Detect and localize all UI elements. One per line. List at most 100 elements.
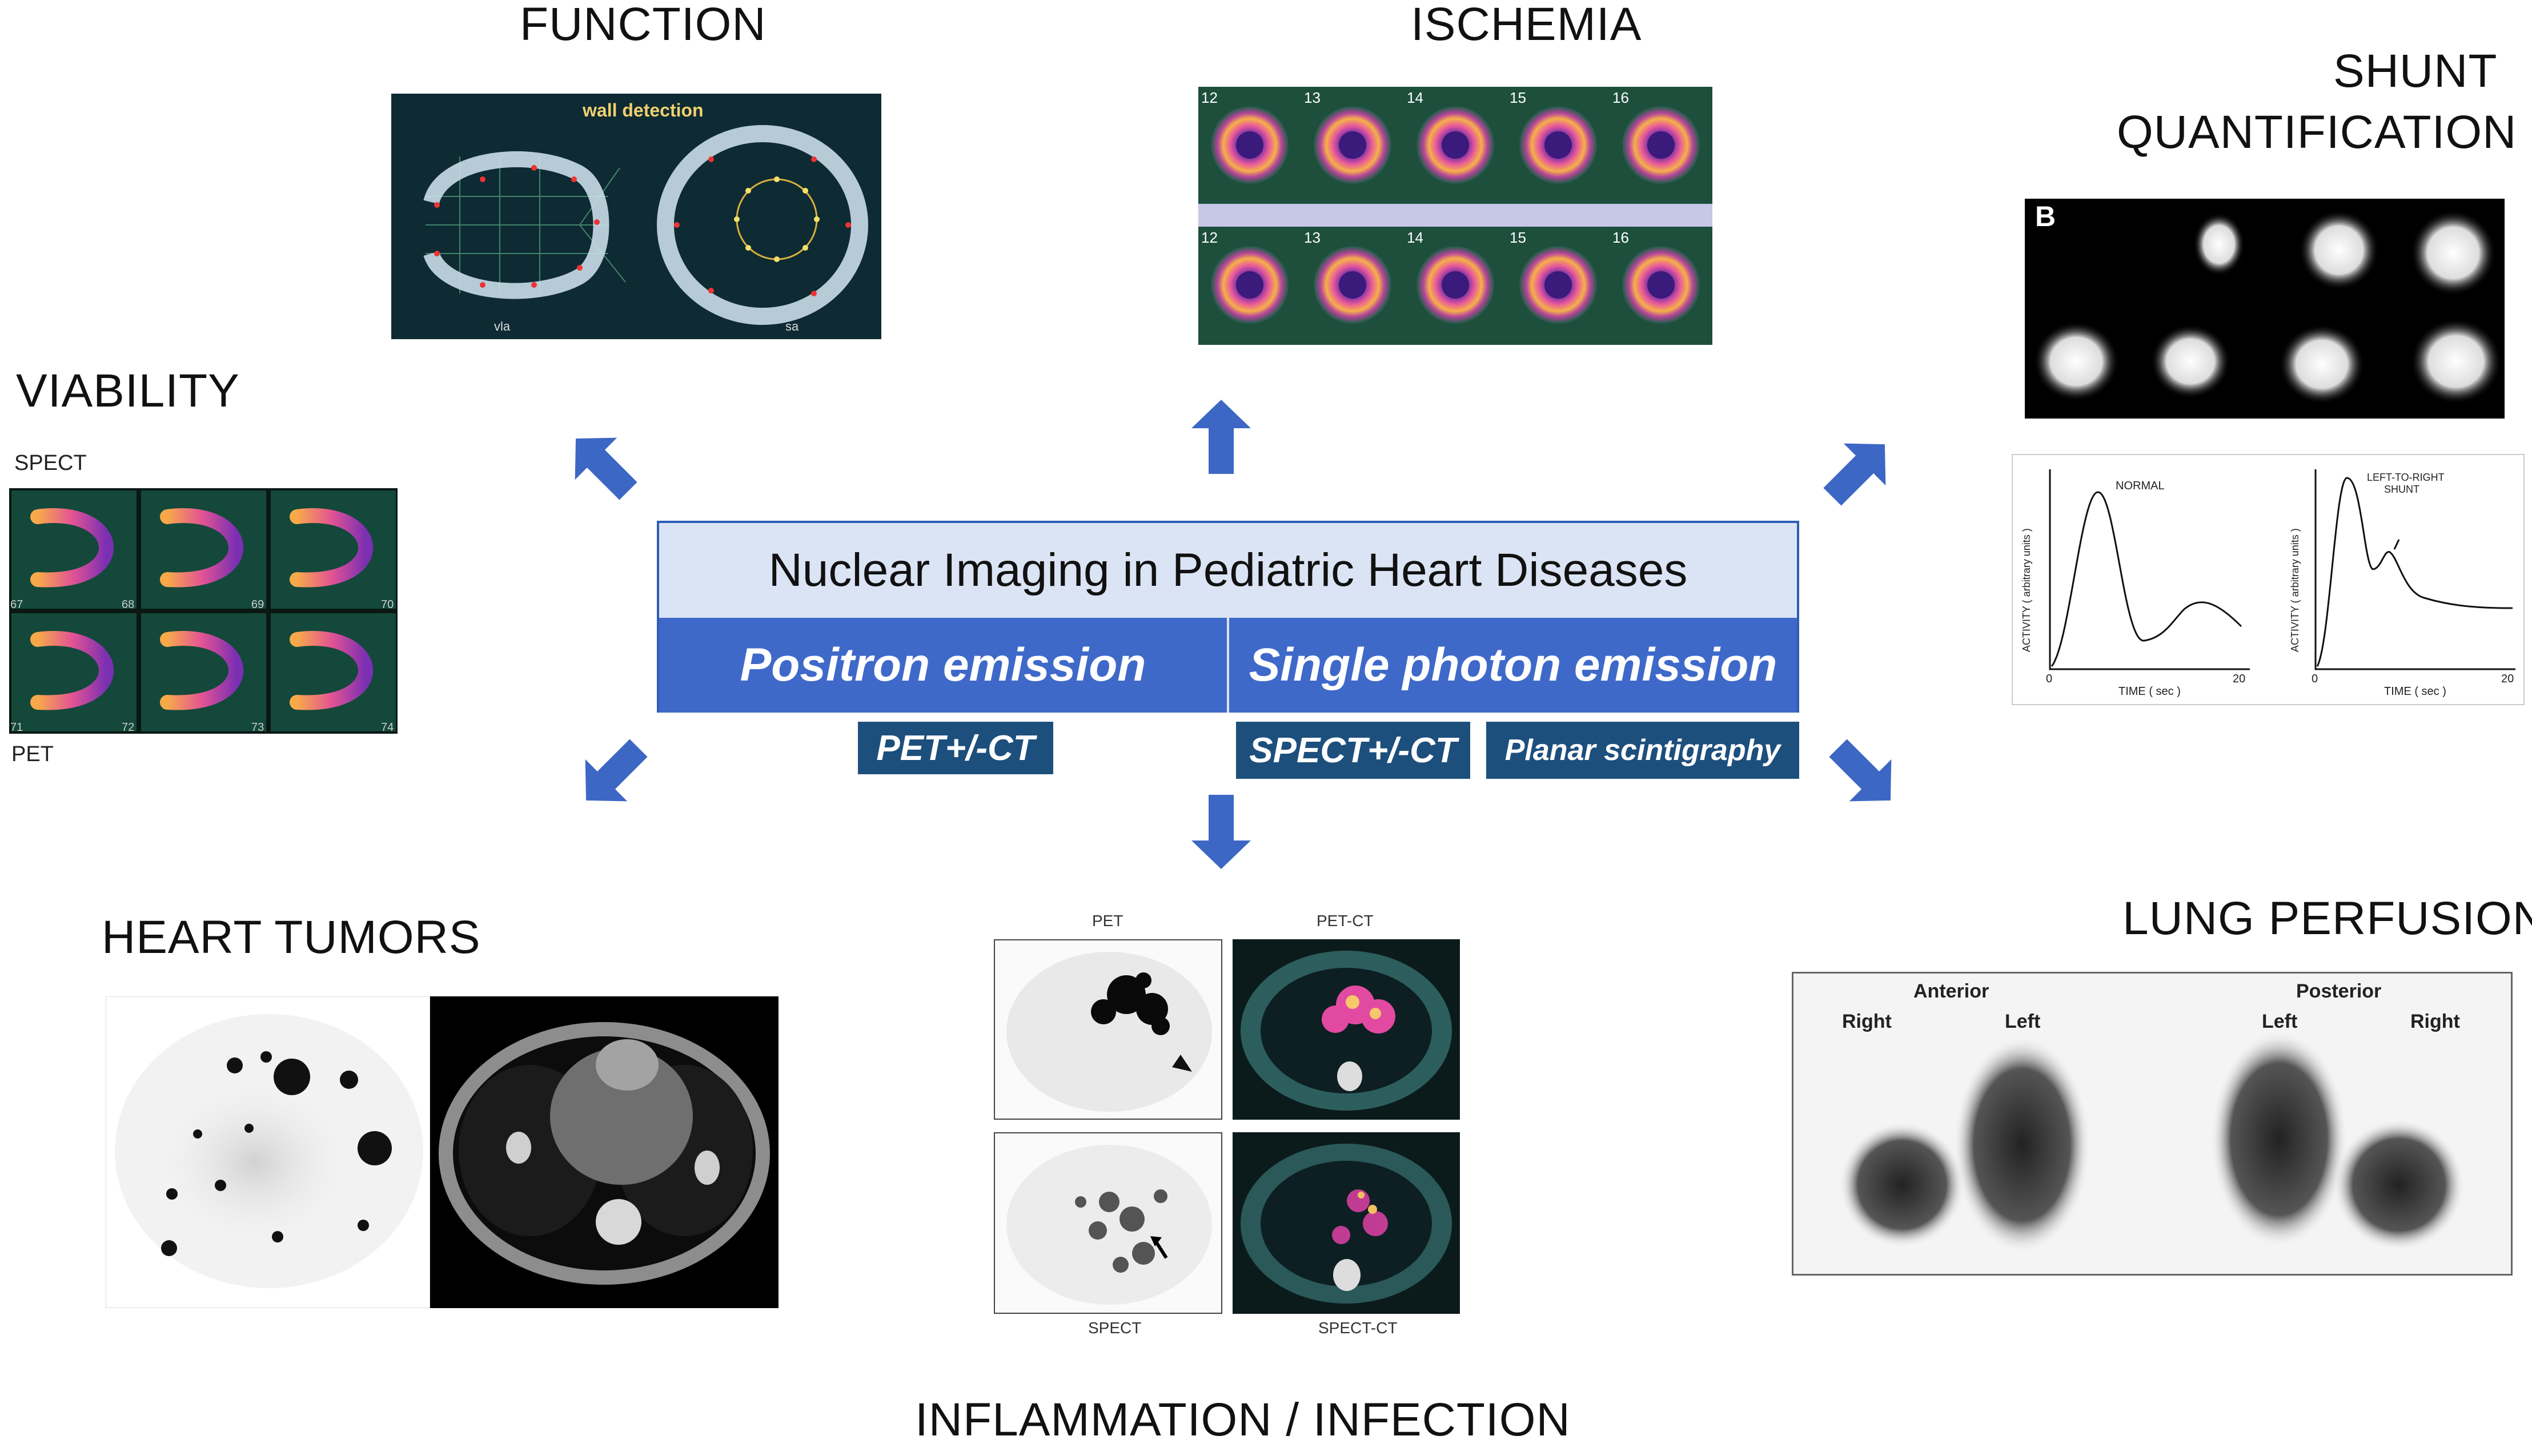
viability-slice-number: 68	[122, 598, 134, 611]
ischemia-slice-cavity	[1236, 271, 1263, 299]
inflammation-spectct-label: SPECT-CT	[1318, 1319, 1398, 1337]
shunt-right-ylabel: ACTIVITY ( arbitrary units )	[2289, 528, 2301, 652]
inflammation-pet-label: PET	[1092, 912, 1123, 930]
inflammation-petct-label: PET-CT	[1317, 912, 1374, 930]
inflammation-spect-label: SPECT	[1088, 1319, 1142, 1337]
inflammation-title: INFLAMMATION / INFECTION	[915, 1394, 1571, 1446]
ischemia-slice-cavity	[1647, 131, 1675, 159]
ischemia-slice-number: 13	[1304, 229, 1321, 246]
ischemia-slice-cavity	[1339, 131, 1366, 159]
function-caption: wall detection	[582, 100, 704, 120]
ischemia-slice-cavity	[1442, 271, 1469, 299]
arrow-down-inflammation	[1191, 795, 1251, 869]
shunt-curves: NORMAL ACTIVITY ( arbitrary units ) TIME…	[2021, 469, 2515, 698]
ischemia-slice-cavity	[1544, 131, 1572, 159]
ischemia-slice-number: 16	[1612, 89, 1629, 106]
central-title: Nuclear Imaging in Pediatric Heart Disea…	[659, 523, 1797, 618]
shunt-title-line1: SHUNT	[2333, 45, 2498, 97]
ischemia-slice-number: 12	[1201, 229, 1218, 246]
shunt-left-xlabel: TIME ( sec )	[2118, 685, 2181, 698]
viability-myocardium	[290, 631, 373, 710]
function-label-right: sa	[785, 319, 799, 333]
heart-tumors-ct-image	[430, 996, 779, 1308]
shunt-letter: B	[2035, 200, 2056, 232]
ischemia-image: 12 13 14 15 16 12 13 14 15 16	[1198, 87, 1712, 345]
ischemia-slice-cavity	[1236, 131, 1263, 159]
inflammation-spectct-image	[1233, 1132, 1460, 1314]
lung-scans: Anterior Right Left Posterior Left Right	[1839, 980, 2465, 1253]
lung-ant-right-label: Right	[1842, 1011, 1892, 1032]
viability-slices: 67 68 69 70 71 72 73 74	[10, 490, 396, 734]
shunt-right-label-1: LEFT-TO-RIGHT	[2367, 472, 2445, 483]
planar-scintigraphy-button: Planar scintigraphy	[1486, 722, 1799, 779]
ischemia-slice-number: 14	[1407, 89, 1423, 106]
lung-post-right-label: Right	[2410, 1011, 2460, 1032]
shunt-right-x20: 20	[2501, 673, 2514, 685]
heart-tumors-ct	[439, 1022, 770, 1285]
ischemia-slice-cavity	[1544, 271, 1572, 299]
viability-image: 67 68 69 70 71 72 73 74	[9, 488, 398, 734]
viability-myocardium	[160, 631, 243, 710]
viability-myocardium	[30, 631, 114, 710]
shunt-right-label-2: SHUNT	[2384, 484, 2419, 495]
viability-slice-number: 73	[251, 721, 264, 734]
viability-slice-number: 70	[381, 598, 394, 611]
ischemia-slice-number: 14	[1407, 229, 1423, 246]
viability-myocardium	[290, 508, 373, 588]
arrow-to-heart-tumors	[565, 727, 660, 822]
shunt-left-label: NORMAL	[2116, 480, 2165, 492]
viability-slice-number: 72	[122, 721, 134, 734]
central-title-box: Nuclear Imaging in Pediatric Heart Disea…	[657, 521, 1799, 713]
ischemia-slices: 12 13 14 15 16 12 13 14 15 16	[1198, 87, 1712, 345]
heart-tumors-title: HEART TUMORS	[102, 911, 481, 963]
emission-band: Positron emission Single photon emission	[659, 618, 1797, 713]
shunt-right-x0: 0	[2312, 673, 2318, 685]
arrow-to-function	[555, 417, 649, 512]
inflammation-pet-image	[994, 939, 1222, 1120]
ischemia-slice-number: 16	[1612, 229, 1629, 246]
ischemia-slice-number: 12	[1201, 89, 1218, 106]
arrow-up-ischemia	[1191, 400, 1251, 474]
ischemia-slice-cavity	[1647, 271, 1675, 299]
positron-emission-label: Positron emission	[740, 639, 1146, 691]
shunt-right-xlabel: TIME ( sec )	[2384, 685, 2446, 698]
shunt-scintigraphy-image: B	[2025, 199, 2505, 419]
ischemia-title: ISCHEMIA	[1411, 0, 1642, 50]
viability-slice-number: 69	[251, 598, 264, 611]
ischemia-slice-number: 15	[1510, 229, 1526, 246]
viability-pet-label: PET	[11, 742, 54, 766]
viability-slice-number: 67	[10, 598, 23, 611]
ischemia-slice-number: 15	[1510, 89, 1526, 106]
lung-posterior-label: Posterior	[2296, 980, 2381, 1002]
viability-title: VIABILITY	[16, 365, 240, 417]
lung-post-left-label: Left	[2262, 1011, 2297, 1032]
arrow-to-shunt	[1811, 423, 1906, 518]
viability-slice-number: 71	[10, 721, 23, 734]
arrow-to-lung-perfusion	[1817, 727, 1912, 822]
viability-slice-number: 74	[381, 721, 394, 734]
function-label-left: vla	[494, 319, 511, 333]
function-wall-detection-graphic: wall detection vla sa	[423, 100, 868, 333]
viability-myocardium	[160, 508, 243, 588]
shunt-left-x20: 20	[2233, 673, 2245, 685]
lung-anterior-label: Anterior	[1913, 980, 1989, 1002]
ischemia-slice-cavity	[1442, 131, 1469, 159]
viability-myocardium	[30, 508, 114, 588]
spect-ct-button: SPECT+/-CT	[1236, 722, 1470, 779]
heart-tumors-pet-image	[106, 996, 430, 1308]
ischemia-slice-cavity	[1339, 271, 1366, 299]
lung-perfusion-title: LUNG PERFUSION	[2122, 892, 2532, 944]
lung-perfusion-image: Anterior Right Left Posterior Left Right	[1792, 972, 2513, 1276]
ischemia-slice-number: 13	[1304, 89, 1321, 106]
shunt-frames: B	[2033, 200, 2502, 404]
shunt-left-ylabel: ACTIVITY ( arbitrary units )	[2021, 528, 2032, 652]
heart-tumors-pet	[115, 1014, 423, 1288]
single-photon-emission-label: Single photon emission	[1227, 618, 1797, 713]
function-image: wall detection vla sa	[391, 94, 881, 339]
shunt-title-line2: QUANTIFICATION	[2117, 106, 2517, 158]
viability-spect-label: SPECT	[14, 451, 87, 475]
inflammation-spect-image	[994, 1132, 1222, 1314]
pet-ct-button: PET+/-CT	[858, 722, 1053, 774]
function-title: FUNCTION	[520, 0, 767, 50]
